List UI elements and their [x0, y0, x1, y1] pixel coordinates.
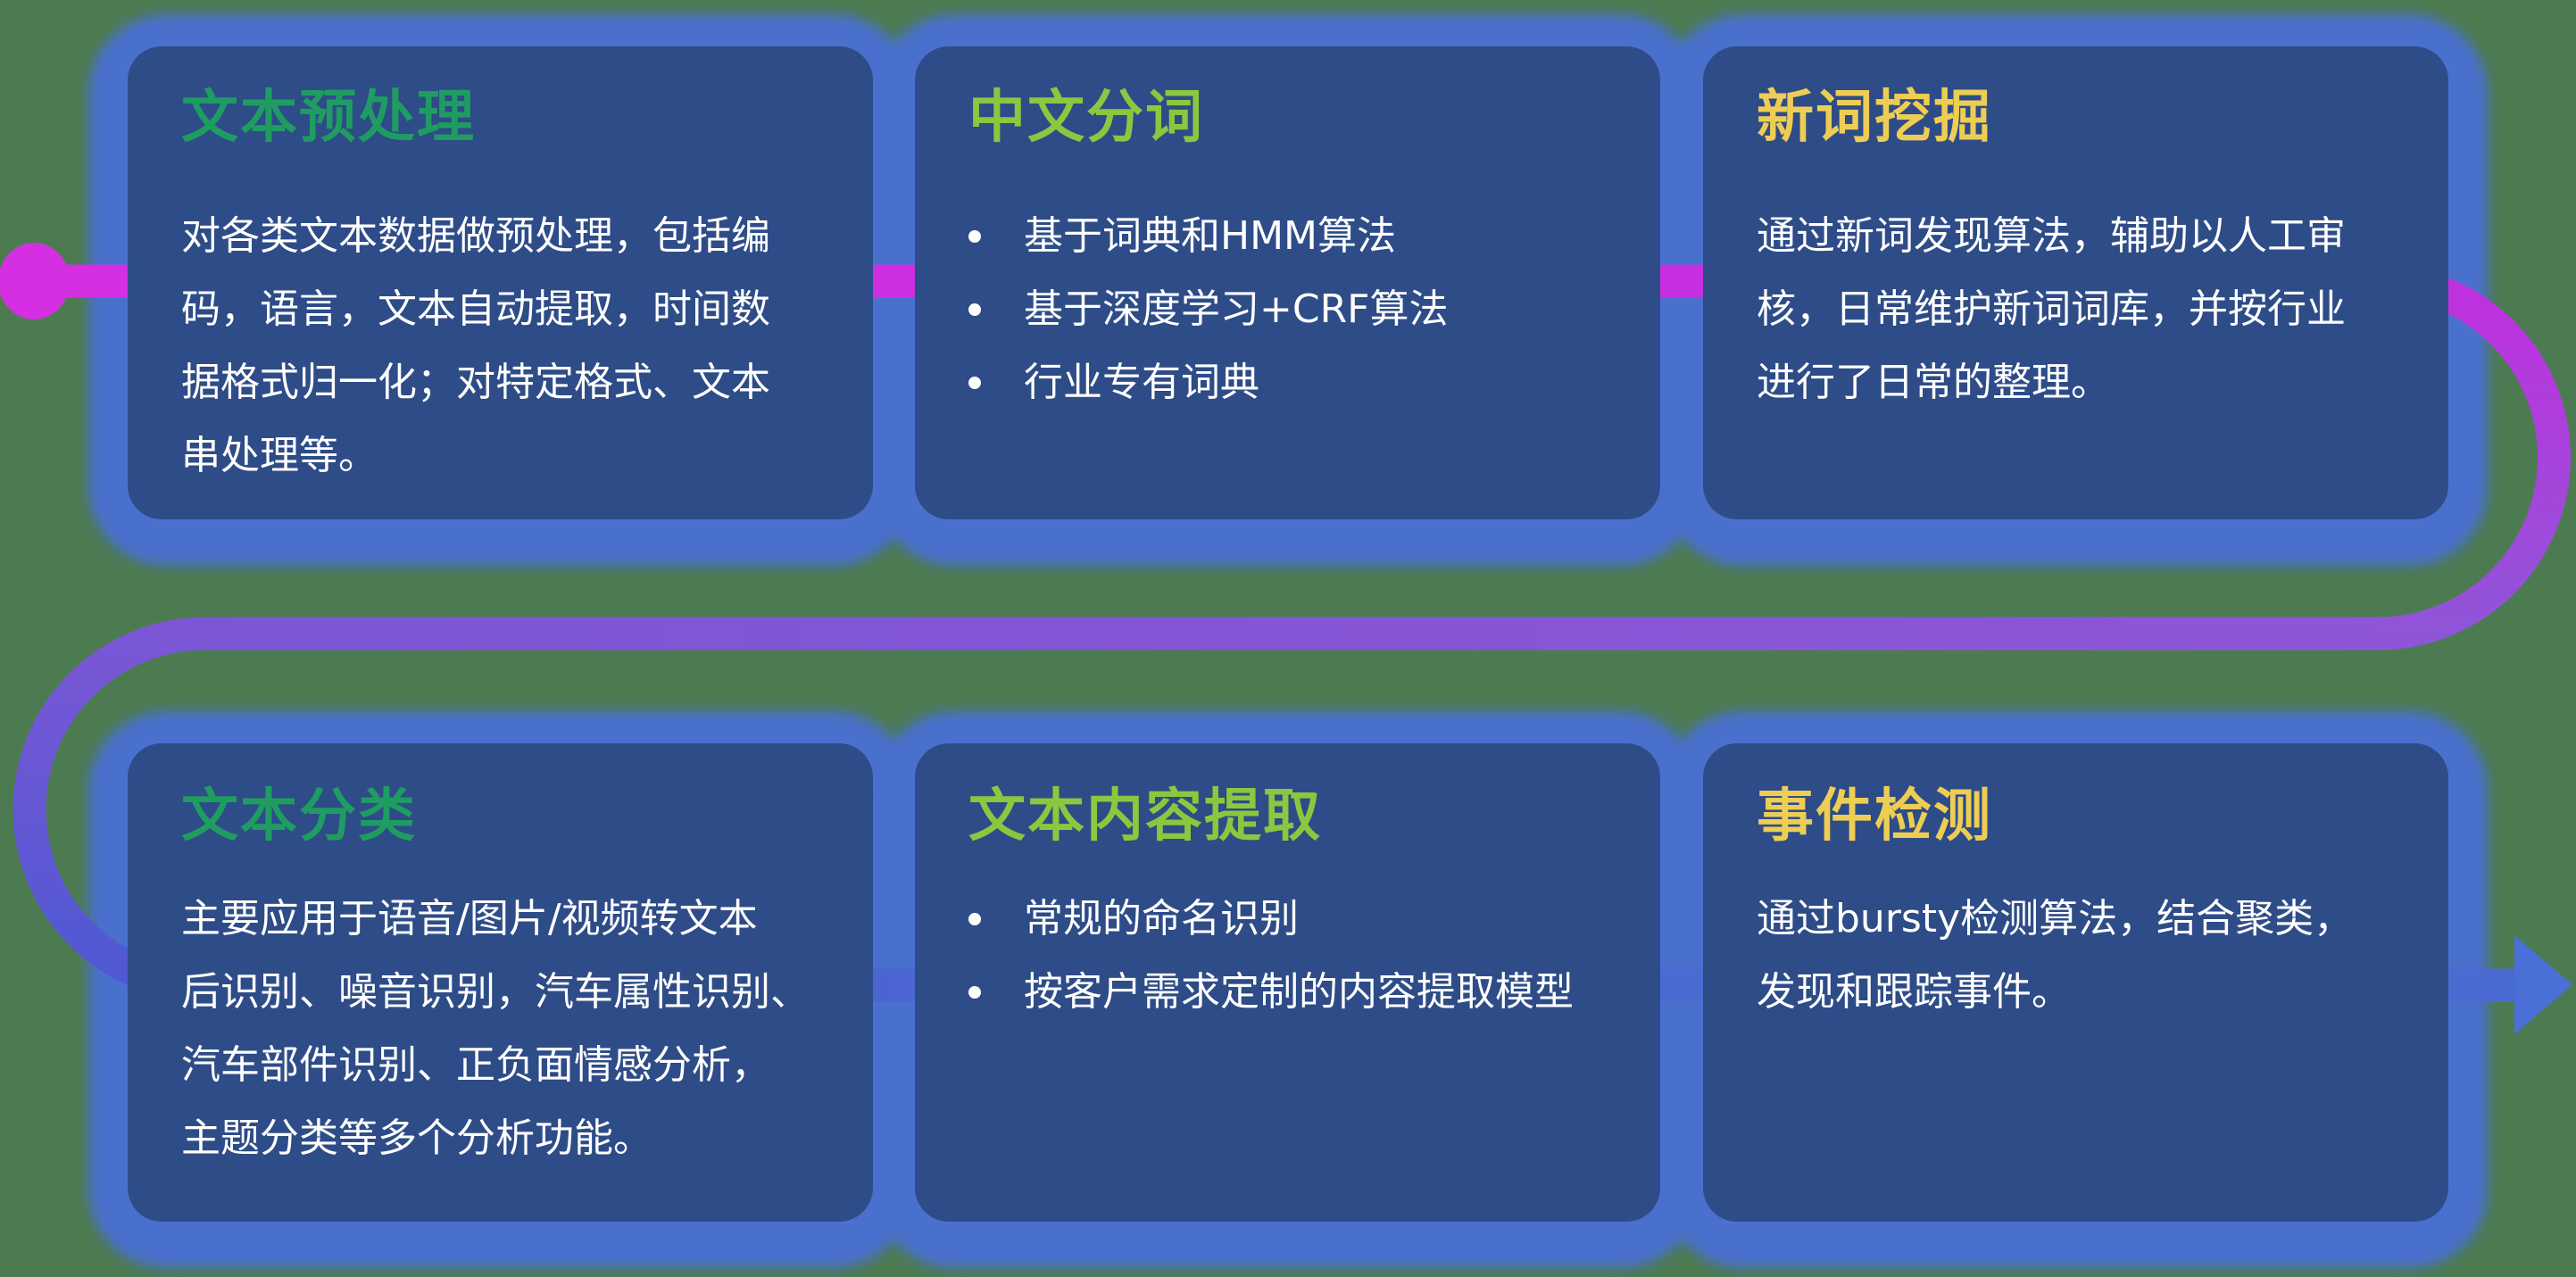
- card-new-word-mining: 新词挖掘 通过新词发现算法，辅助以人工审 核，日常维护新词词库，并按行业 进行了…: [1703, 46, 2448, 519]
- card-text-classification: 文本分类 主要应用于语音/图片/视频转文本 后识别、噪音识别，汽车属性识别、 汽…: [128, 743, 873, 1222]
- flow-start-dot: [0, 243, 70, 319]
- card-body: 对各类文本数据做预处理，包括编 码，语言，文本自动提取，时间数 据格式归一化；对…: [181, 213, 770, 478]
- flow-end-arrow-icon: [2514, 935, 2572, 1034]
- bullet-item: 按客户需求定制的内容提取模型: [968, 956, 1633, 1029]
- bullet-item: 行业专有词典: [968, 346, 1633, 419]
- card-body: 主要应用于语音/图片/视频转文本 后识别、噪音识别，汽车属性识别、 汽车部件识别…: [181, 896, 810, 1161]
- card-title: 文本内容提取: [968, 784, 1322, 850]
- bullet-list: 常规的命名识别按客户需求定制的内容提取模型: [968, 883, 1633, 1029]
- bullet-list: 基于词典和HMM算法基于深度学习+CRF算法行业专有词典: [968, 200, 1633, 419]
- bullet-item: 基于词典和HMM算法: [968, 200, 1633, 273]
- card-body: 通过bursty检测算法，结合聚类， 发现和跟踪事件。: [1757, 896, 2354, 1015]
- card-body: 常规的命名识别按客户需求定制的内容提取模型: [968, 883, 1633, 1029]
- bullet-item: 常规的命名识别: [968, 883, 1633, 956]
- card-title: 中文分词: [968, 85, 1204, 151]
- card-event-detection: 事件检测 通过bursty检测算法，结合聚类， 发现和跟踪事件。: [1703, 743, 2448, 1222]
- card-title: 新词挖掘: [1757, 85, 1992, 151]
- card-title: 文本预处理: [181, 85, 476, 151]
- card-body: 通过新词发现算法，辅助以人工审 核，日常维护新词词库，并按行业 进行了日常的整理…: [1757, 213, 2346, 405]
- card-text-content-extraction: 文本内容提取 常规的命名识别按客户需求定制的内容提取模型: [915, 743, 1660, 1222]
- card-title: 文本分类: [181, 784, 417, 850]
- bullet-item: 基于深度学习+CRF算法: [968, 273, 1633, 346]
- card-chinese-word-segmentation: 中文分词 基于词典和HMM算法基于深度学习+CRF算法行业专有词典: [915, 46, 1660, 519]
- card-title: 事件检测: [1757, 784, 1992, 850]
- card-body: 基于词典和HMM算法基于深度学习+CRF算法行业专有词典: [968, 200, 1633, 419]
- card-text-preprocessing: 文本预处理 对各类文本数据做预处理，包括编 码，语言，文本自动提取，时间数 据格…: [128, 46, 873, 519]
